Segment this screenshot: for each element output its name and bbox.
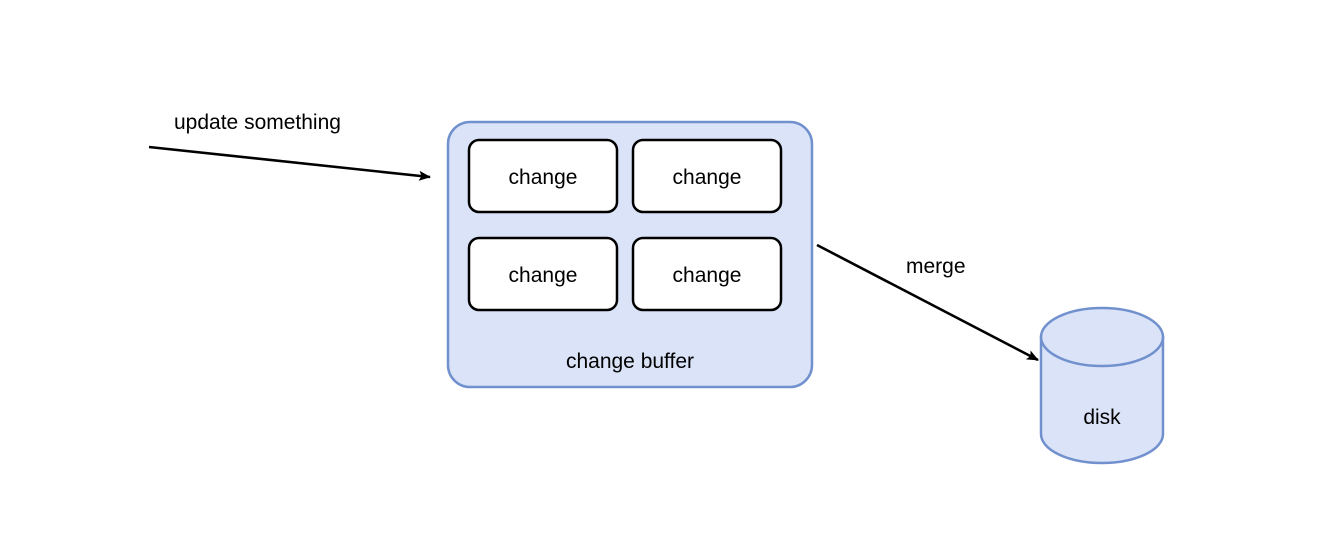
merge-edge-label: merge [906,255,966,278]
change-box-2-label: change [672,166,742,189]
change-box-3[interactable] [467,236,619,312]
disk-cylinder[interactable] [1039,306,1165,465]
change-box-2[interactable] [631,138,783,214]
disk-body [1039,335,1165,465]
change-buffer-label: change buffer [565,350,695,373]
disk-top-ellipse [1039,306,1165,368]
update-arrow [148,145,431,181]
change-box-1-label: change [508,166,578,189]
change-box-1[interactable] [467,138,619,214]
update-something-edge-label: update something [174,111,341,134]
change-box-3-label: change [508,264,578,287]
change-box-4-label: change [672,264,742,287]
disk-label: disk [1083,406,1121,429]
merge-arrow [816,243,1039,362]
change-box-4[interactable] [631,236,783,312]
